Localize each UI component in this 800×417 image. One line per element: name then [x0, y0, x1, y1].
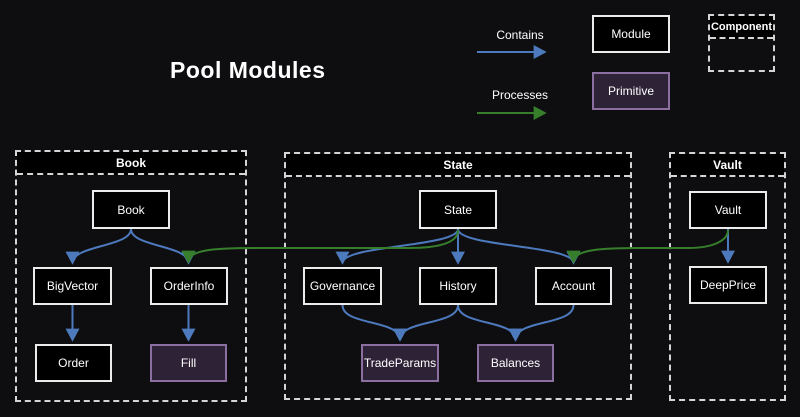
edge-vault-account: [566, 229, 729, 264]
container-vault: Vault: [669, 152, 786, 401]
node-account: Account: [535, 267, 612, 305]
edge-book-bigvector: [65, 228, 132, 265]
node-orderinfo: OrderInfo: [150, 267, 228, 305]
edge-history-balances: [457, 304, 523, 342]
edge-governance-tradeparams: [341, 304, 407, 342]
container-vault-header: Vault: [671, 154, 784, 177]
node-deepprice: DeepPrice: [689, 266, 767, 304]
node-fill: Fill: [150, 344, 227, 382]
node-state: State: [419, 190, 497, 229]
node-history: History: [419, 267, 497, 305]
node-vault: Vault: [689, 191, 767, 229]
node-book: Book: [92, 190, 170, 229]
legend-contains-label: Contains: [496, 28, 544, 42]
edge-state-governance: [335, 228, 459, 265]
edge-history-tradeparams: [393, 304, 459, 342]
legend-processes-label: Processes: [491, 88, 549, 102]
node-tradeparams: TradeParams: [361, 344, 439, 382]
legend-component-label: Component: [710, 16, 773, 39]
node-balances: Balances: [477, 344, 554, 382]
node-governance: Governance: [303, 267, 382, 305]
container-state: State: [284, 152, 632, 400]
container-state-header: State: [286, 154, 630, 177]
page-title: Pool Modules: [170, 57, 326, 83]
edge-state-account: [457, 228, 581, 265]
legend-module-box: Module: [592, 15, 670, 53]
legend-component-box: Component: [708, 14, 775, 72]
node-order: Order: [35, 344, 112, 382]
edge-state-orderinfo: [181, 229, 459, 264]
container-book-header: Book: [17, 152, 245, 175]
container-book: Book: [15, 150, 247, 402]
node-bigvector: BigVector: [33, 267, 112, 305]
edge-account-balances: [508, 304, 575, 342]
edge-book-orderinfo: [130, 228, 196, 265]
legend-primitive-box: Primitive: [592, 72, 670, 110]
